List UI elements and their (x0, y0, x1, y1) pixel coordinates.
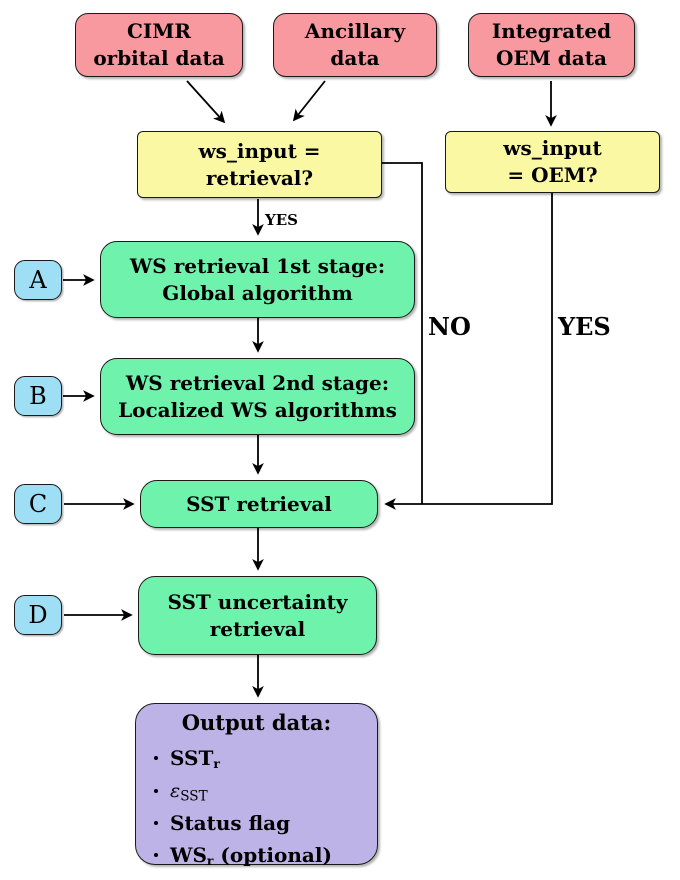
node-sst-retrieval: SST retrieval (140, 480, 378, 528)
badge-d: D (14, 595, 62, 635)
node-label-line: OEM data (496, 46, 607, 70)
output-item-epsilon-sst: εSST (150, 778, 363, 803)
badge-letter: B (29, 382, 47, 410)
output-item-subscript: r (206, 853, 214, 869)
node-label-line: orbital data (93, 46, 225, 70)
node-ws-retrieval-1st-stage: WS retrieval 1st stage: Global algorithm (100, 241, 415, 318)
node-sst-uncertainty-retrieval: SST uncertainty retrieval (138, 576, 377, 655)
node-integrated-oem-data: Integrated OEM data (468, 13, 635, 77)
edge-label-yes-small: YES (265, 211, 298, 229)
edge-label-no: NO (428, 312, 471, 341)
node-label-line: WS retrieval 1st stage: (129, 253, 386, 278)
node-cimr-orbital-data: CIMR orbital data (75, 13, 243, 77)
node-label-line: retrieval? (205, 165, 314, 190)
edge-no-line (382, 162, 423, 504)
node-label-line: = OEM? (507, 163, 598, 187)
output-item-sst-r: SSTr (150, 746, 363, 770)
edge-label-yes-big: YES (558, 312, 611, 341)
node-label-line: retrieval (209, 616, 306, 641)
node-label-line: Integrated (491, 19, 612, 43)
output-item-ws-r-optional: WSr (optional) (150, 843, 363, 867)
output-item-text: ε (170, 780, 181, 802)
edge-ancillary-to-decision (292, 80, 326, 122)
output-list: SSTr εSST Status flag WSr (optional) (150, 738, 363, 867)
node-label-line: Ancillary (304, 19, 406, 43)
badge-c: C (14, 484, 62, 524)
bullet-icon (154, 756, 158, 760)
output-item-status-flag: Status flag (150, 811, 363, 835)
node-label-line: ws_input (503, 136, 602, 160)
node-label-line: SST retrieval (186, 491, 332, 516)
output-item-suffix: (optional) (213, 843, 332, 867)
node-decision-ws-input-retrieval: ws_input = retrieval? (137, 131, 382, 198)
node-ws-retrieval-2nd-stage: WS retrieval 2nd stage: Localized WS alg… (100, 358, 415, 435)
node-label-line: data (330, 46, 380, 70)
badge-a: A (14, 260, 62, 300)
bullet-icon (154, 821, 158, 825)
output-title: Output data: (181, 710, 332, 735)
bullet-icon (154, 853, 158, 857)
edge-yes-line (384, 193, 553, 510)
node-decision-ws-input-oem: ws_input = OEM? (445, 131, 660, 193)
badge-b: B (14, 376, 62, 416)
node-label-line: CIMR (126, 19, 192, 43)
node-ancillary-data: Ancillary data (273, 13, 437, 77)
badge-letter: C (28, 490, 48, 518)
output-item-text: SST (170, 746, 214, 770)
node-label-line: SST uncertainty (167, 589, 348, 614)
node-label-line: Global algorithm (162, 280, 353, 305)
node-label-line: Localized WS algorithms (118, 397, 397, 422)
node-label-line: ws_input = (198, 138, 321, 163)
output-item-subscript: r (213, 756, 220, 772)
output-item-text: Status flag (170, 811, 291, 835)
bullet-icon (154, 788, 158, 793)
output-item-subscript: SST (180, 788, 208, 805)
node-label-line: WS retrieval 2nd stage: (125, 370, 390, 395)
badge-letter: A (29, 266, 47, 294)
edge-cimr-to-decision (186, 80, 226, 124)
output-item-text: WS (170, 843, 207, 867)
node-output-data: Output data: SSTr εSST Status flag WSr (… (135, 703, 378, 867)
badge-letter: D (28, 601, 48, 629)
